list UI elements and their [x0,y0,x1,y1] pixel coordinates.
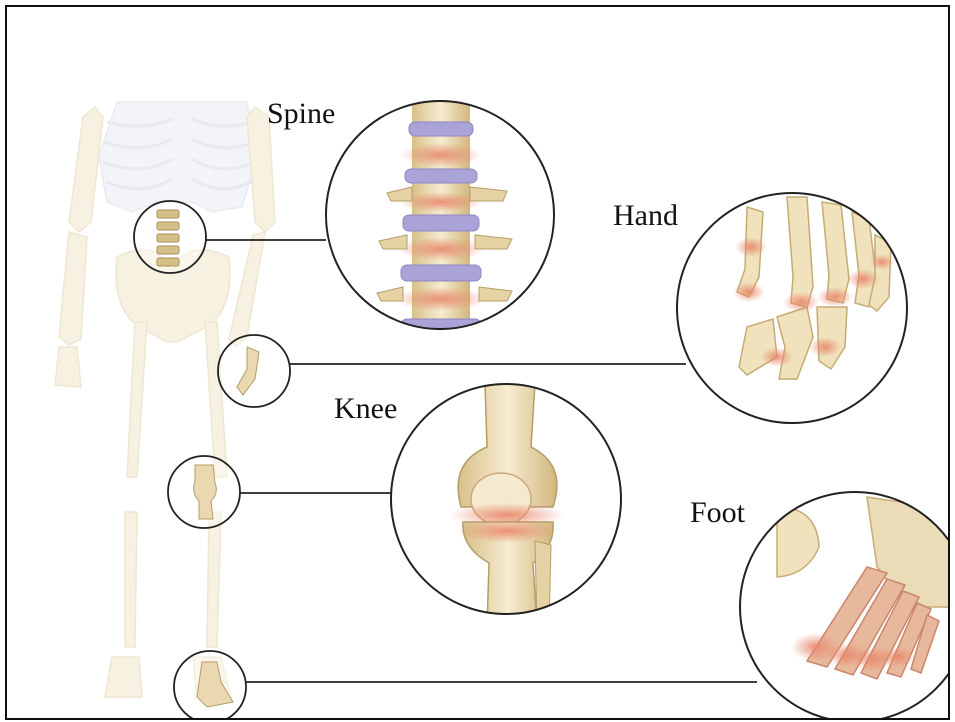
small-circle-foot [174,651,246,718]
small-circle-hand [218,335,290,407]
diagram-frame: Spine Hand Knee Foot [5,5,950,720]
hand-detail [677,193,907,423]
joint-diagram [7,7,948,718]
small-circle-knee [168,456,240,528]
spine-detail [326,92,554,342]
foot-detail [740,492,948,718]
label-hand: Hand [613,201,678,231]
knee-detail [391,384,621,627]
label-foot: Foot [690,498,745,528]
small-circle-spine [134,201,206,273]
label-spine: Spine [267,99,335,129]
label-knee: Knee [334,394,397,424]
